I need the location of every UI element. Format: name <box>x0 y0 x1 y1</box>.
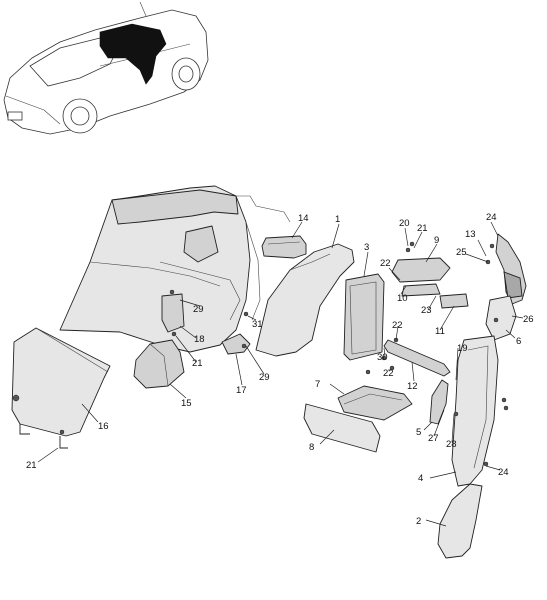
part-5-bracket <box>429 379 449 425</box>
callout-1: 1 <box>335 214 340 225</box>
part-14-strip <box>261 235 307 259</box>
callout-15: 15 <box>181 398 192 409</box>
callout-8: 8 <box>309 442 314 453</box>
callout-22: 22 <box>383 368 394 379</box>
callout-16: 16 <box>98 421 109 432</box>
callout-3: 3 <box>364 242 369 253</box>
callout-2: 2 <box>416 516 421 527</box>
part-7-cover <box>337 385 413 421</box>
part-1-pillar-trim <box>255 243 355 357</box>
callout-14: 14 <box>298 213 309 224</box>
part-rear-quarter-trim <box>59 185 291 353</box>
part-15-duct <box>133 339 185 389</box>
callout-10: 10 <box>397 293 408 304</box>
callout-26: 26 <box>523 314 534 325</box>
callout-12: 12 <box>407 381 418 392</box>
part-18-bracket <box>161 293 185 333</box>
part-upper-bracket <box>495 233 527 305</box>
callout-20: 20 <box>399 218 410 229</box>
part-8-cover <box>303 403 381 453</box>
callout-29: 29 <box>193 304 204 315</box>
callout-11: 11 <box>435 326 445 337</box>
callout-22: 22 <box>392 320 403 331</box>
callout-21: 21 <box>417 223 428 234</box>
part-4-trim <box>451 335 499 487</box>
part-9-bracket <box>391 257 469 309</box>
part-6-trim <box>485 295 517 341</box>
highlighted-interior-trim-area <box>99 23 167 85</box>
part-2-lower-trim <box>437 483 483 559</box>
callout-18: 18 <box>194 334 205 345</box>
callout-25: 25 <box>456 247 467 258</box>
callout-labels: 1 14 3 20 21 24 9 13 22 25 29 18 31 10 2… <box>26 212 534 527</box>
part-16-panel <box>11 327 111 449</box>
vehicle-location-thumbnail <box>3 1 209 135</box>
callout-28: 28 <box>446 439 457 450</box>
callout-5: 5 <box>416 427 421 438</box>
number-plate <box>7 111 23 121</box>
callout-21: 21 <box>192 358 203 369</box>
callout-21: 21 <box>26 460 37 471</box>
callout-7: 7 <box>315 379 320 390</box>
fastener-icon <box>12 394 20 402</box>
callout-9: 9 <box>434 235 439 246</box>
leader-lines <box>37 221 524 527</box>
callout-4: 4 <box>418 473 423 484</box>
callout-22: 22 <box>380 258 391 269</box>
part-3-panel <box>343 273 385 361</box>
callout-29: 29 <box>259 372 270 383</box>
callout-31: 31 <box>252 319 263 330</box>
callout-30: 30 <box>377 352 388 363</box>
callout-13: 13 <box>465 229 476 240</box>
callout-24: 24 <box>486 212 497 223</box>
callout-23: 23 <box>421 305 432 316</box>
callout-19: 19 <box>457 343 468 354</box>
callout-6: 6 <box>516 336 521 347</box>
callout-24: 24 <box>498 467 509 478</box>
fasteners <box>59 241 509 467</box>
callout-17: 17 <box>236 385 247 396</box>
part-12-rail <box>383 339 451 377</box>
callout-27: 27 <box>428 433 439 444</box>
